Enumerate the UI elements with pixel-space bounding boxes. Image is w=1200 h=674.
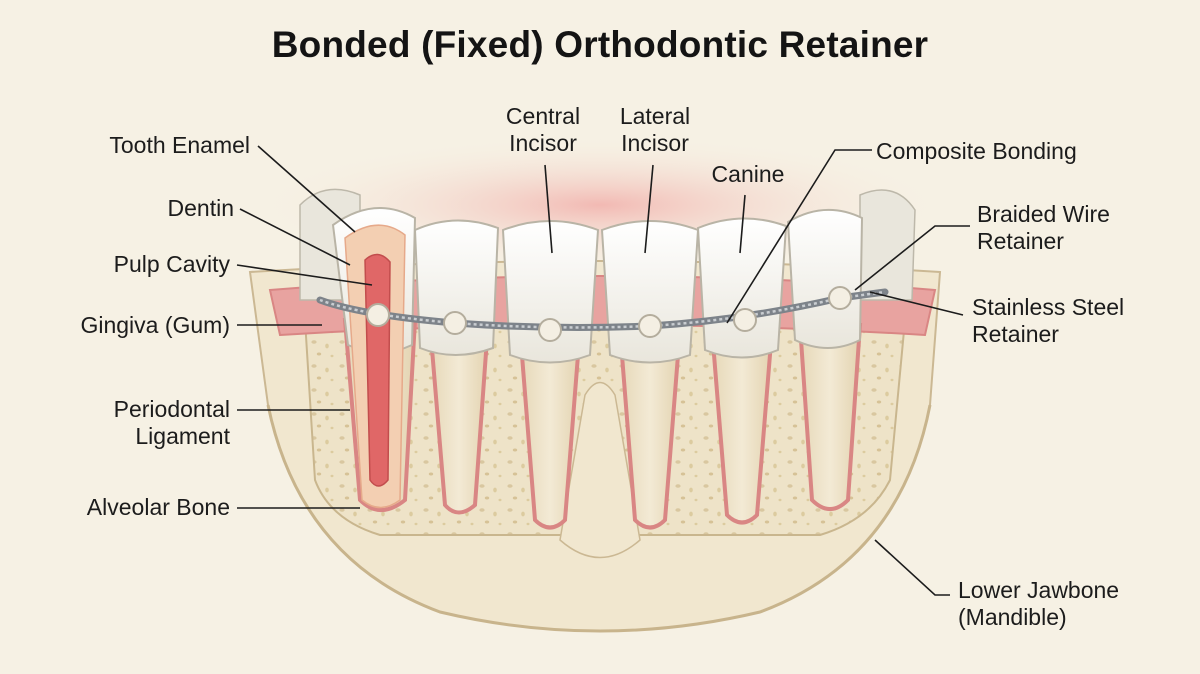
back-tooth-right <box>859 189 916 301</box>
label-central-incisor: Central Incisor <box>505 103 581 156</box>
label-tooth-enamel: Tooth Enamel <box>109 132 250 158</box>
label-lateral-incisor: Lateral Incisor <box>619 103 691 156</box>
label-composite-bonding: Composite Bonding <box>876 138 1077 164</box>
leader-lines <box>236 145 970 596</box>
label-gingiva: Gingiva (Gum) <box>80 312 230 338</box>
label-braided-wire: Braided Wire Retainer <box>977 201 1110 254</box>
label-stainless-steel: Stainless Steel Retainer <box>972 294 1125 347</box>
mandible-rim <box>266 404 932 633</box>
label-dentin: Dentin <box>167 195 234 221</box>
label-lower-jawbone: Lower Jawbone (Mandible) <box>958 577 1120 630</box>
retainer-wire-braid <box>319 290 886 329</box>
jaw-notch <box>559 381 641 559</box>
label-periodontal-ligament: Periodontal Ligament <box>113 396 230 449</box>
label-canine: Canine <box>711 161 785 187</box>
pulp-cavity-shape <box>364 253 391 487</box>
label-pulp-cavity: Pulp Cavity <box>113 251 230 277</box>
composite-bonds <box>366 286 852 342</box>
label-alveolar-bone: Alveolar Bone <box>86 494 230 520</box>
diagram-title: Bonded (Fixed) Orthodontic Retainer <box>271 24 929 65</box>
